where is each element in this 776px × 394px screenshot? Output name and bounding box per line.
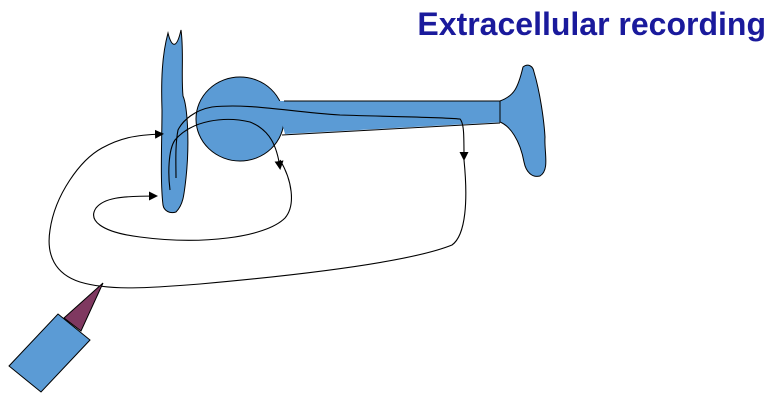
inner-extracellular-loop xyxy=(94,160,292,240)
recording-electrode xyxy=(9,283,103,392)
cell-body xyxy=(196,77,284,161)
axon-terminal xyxy=(500,65,546,176)
neuron xyxy=(161,30,546,213)
